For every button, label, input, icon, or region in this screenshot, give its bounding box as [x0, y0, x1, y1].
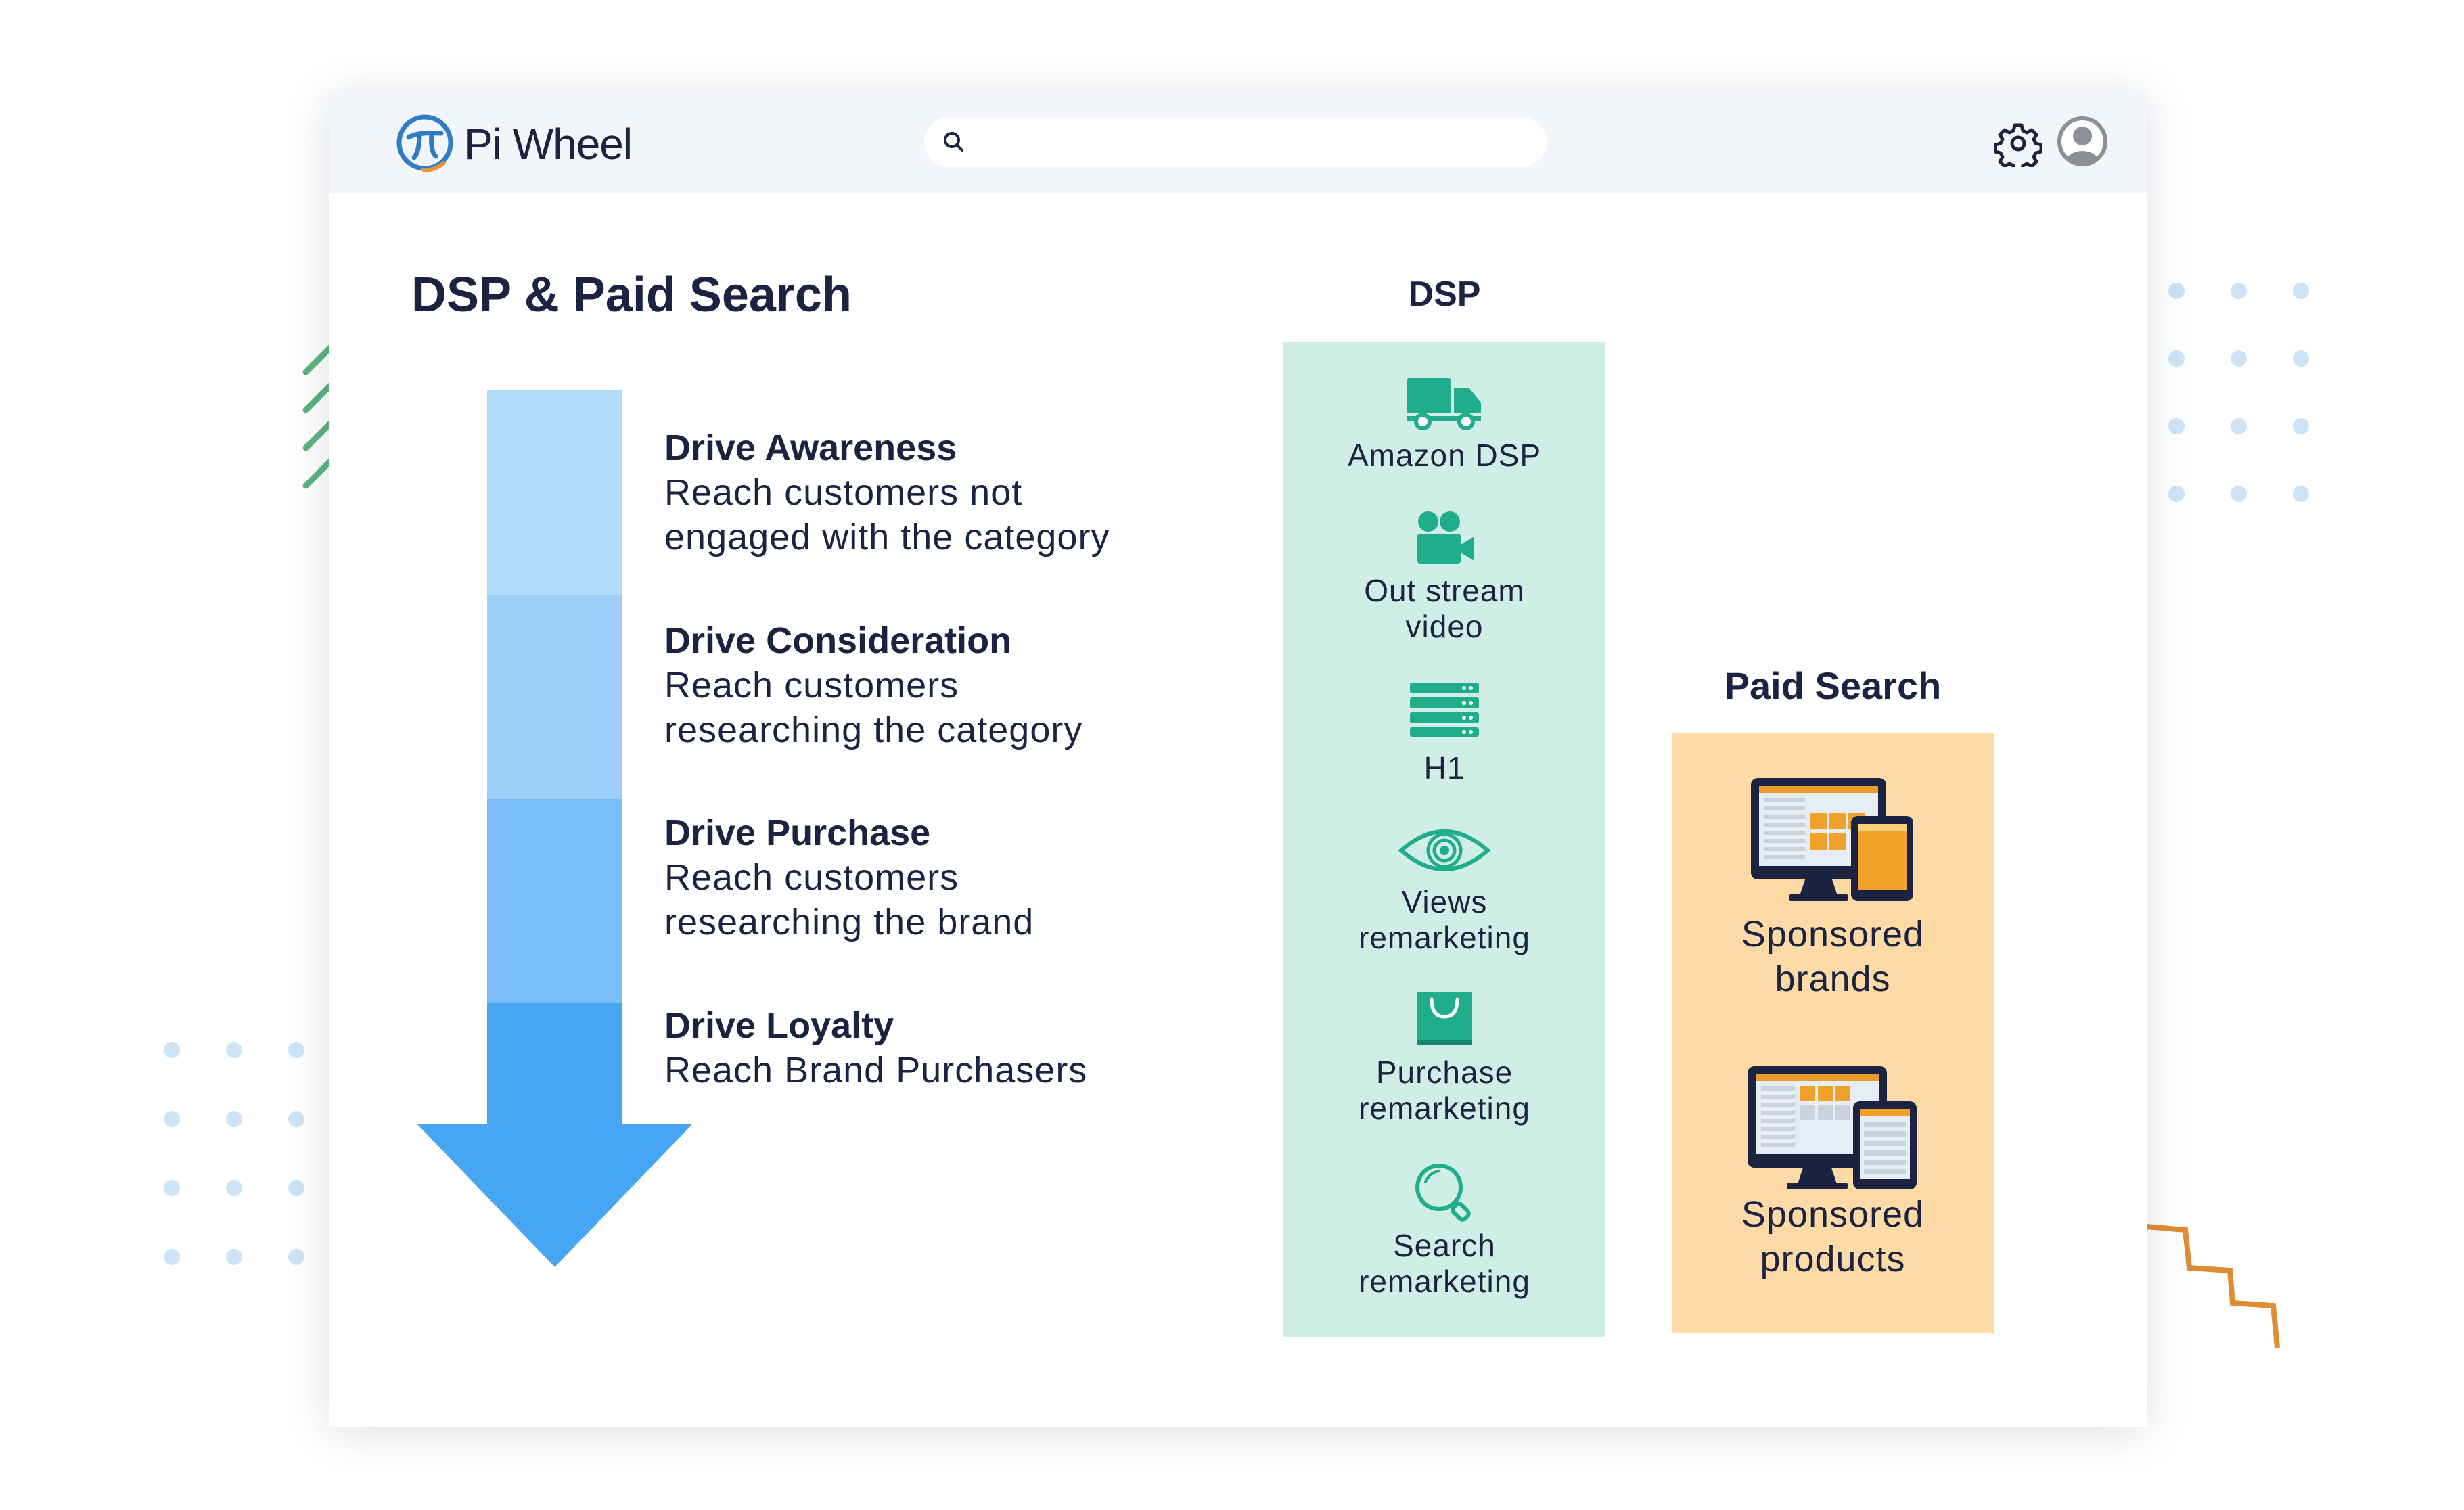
desktop-tablet-icon — [1748, 1066, 1917, 1189]
stage-description: Reach customers — [664, 857, 959, 898]
paid-search-item-label: brands — [1775, 959, 1891, 999]
search-icon — [944, 132, 963, 152]
funnel-segment-consideration — [487, 595, 622, 799]
eye-icon — [1398, 829, 1491, 871]
funnel-segment-purchase — [487, 799, 622, 1003]
dsp-item-label: Out stream — [1364, 573, 1525, 608]
dsp-item-views-remarketing: Views remarketing — [1283, 822, 1605, 956]
page-title: DSP & Paid Search — [411, 268, 852, 322]
dsp-item-amazon-dsp: Amazon DSP — [1283, 374, 1605, 474]
app-name: Pi Wheel — [464, 120, 633, 168]
paid-search-column-title: Paid Search — [1724, 664, 1942, 707]
search-input[interactable] — [978, 122, 1520, 162]
funnel-arrow — [417, 390, 693, 1267]
stage-description: Reach customers not — [664, 472, 1023, 513]
shopping-bag-icon — [1417, 992, 1472, 1045]
funnel-stage-consideration: Drive Consideration Reach customers rese… — [664, 618, 1273, 752]
gear-icon[interactable] — [1994, 120, 2042, 167]
stage-description: Reach Brand Purchasers — [664, 1050, 1088, 1091]
funnel-stage-purchase: Drive Purchase Reach customers researchi… — [664, 810, 1273, 944]
app-window: Pi Wheel DSP & Paid Search — [329, 93, 2147, 1427]
stage-description: researching the category — [664, 710, 1083, 750]
funnel-arrowhead — [417, 1124, 693, 1267]
funnel-segment-awareness — [487, 390, 622, 595]
stage-title: Drive Purchase — [664, 813, 931, 853]
truck-icon — [1407, 378, 1481, 430]
paid-search-item-label: Sponsored — [1741, 914, 1925, 955]
desktop-tablet-icon — [1751, 778, 1913, 901]
dsp-item-label: remarketing — [1359, 1264, 1530, 1299]
dsp-item-label: H1 — [1423, 750, 1465, 785]
funnel-stage-loyalty: Drive Loyalty Reach Brand Purchasers — [664, 1003, 1273, 1093]
paid-search-panel: Sponsored brands Sponsored products — [1672, 733, 1994, 1333]
dsp-item-label: remarketing — [1359, 920, 1530, 955]
top-bar: Pi Wheel — [329, 93, 2147, 193]
dsp-item-label: Search — [1393, 1228, 1496, 1263]
dsp-item-label: remarketing — [1359, 1091, 1530, 1126]
logo[interactable]: Pi Wheel — [394, 112, 633, 177]
video-camera-icon — [1417, 511, 1474, 564]
pi-logo-icon — [396, 114, 453, 173]
dsp-item-search-remarketing: Search remarketing — [1283, 1162, 1605, 1300]
paid-search-item-sponsored-brands: Sponsored brands — [1672, 775, 1994, 1001]
dsp-item-label: Views — [1401, 884, 1488, 919]
dsp-item-label: Amazon DSP — [1347, 438, 1542, 473]
server-icon — [1410, 683, 1479, 737]
stage-title: Drive Loyalty — [664, 1005, 894, 1046]
search-bar[interactable] — [924, 117, 1547, 167]
funnel-stage-awareness: Drive Awareness Reach customers not enga… — [664, 426, 1273, 559]
paid-search-item-label: products — [1760, 1239, 1906, 1279]
dsp-item-label: video — [1405, 609, 1484, 644]
dot-grid-decoration — [164, 1042, 304, 1265]
dsp-column-title: DSP — [1408, 275, 1481, 314]
stage-description: engaged with the category — [664, 517, 1110, 557]
stage-title: Drive Awareness — [664, 428, 957, 468]
paid-search-item-sponsored-products: Sponsored products — [1672, 1063, 1994, 1281]
stage-description: Reach customers — [664, 665, 959, 706]
avatar[interactable] — [2055, 114, 2109, 168]
paid-search-item-label: Sponsored — [1741, 1194, 1925, 1235]
dsp-item-h1: H1 — [1283, 681, 1605, 786]
dsp-item-out-stream-video: Out stream video — [1283, 509, 1605, 645]
dsp-panel: Amazon DSP Out stream video H1 — [1283, 342, 1605, 1337]
stage-title: Drive Consideration — [664, 620, 1012, 661]
magnifier-icon — [1415, 1164, 1471, 1222]
stage-description: researching the brand — [664, 902, 1034, 942]
dsp-item-purchase-remarketing: Purchase remarketing — [1283, 990, 1605, 1126]
dsp-item-label: Purchase — [1375, 1055, 1513, 1090]
funnel-segment-loyalty — [487, 1003, 622, 1124]
